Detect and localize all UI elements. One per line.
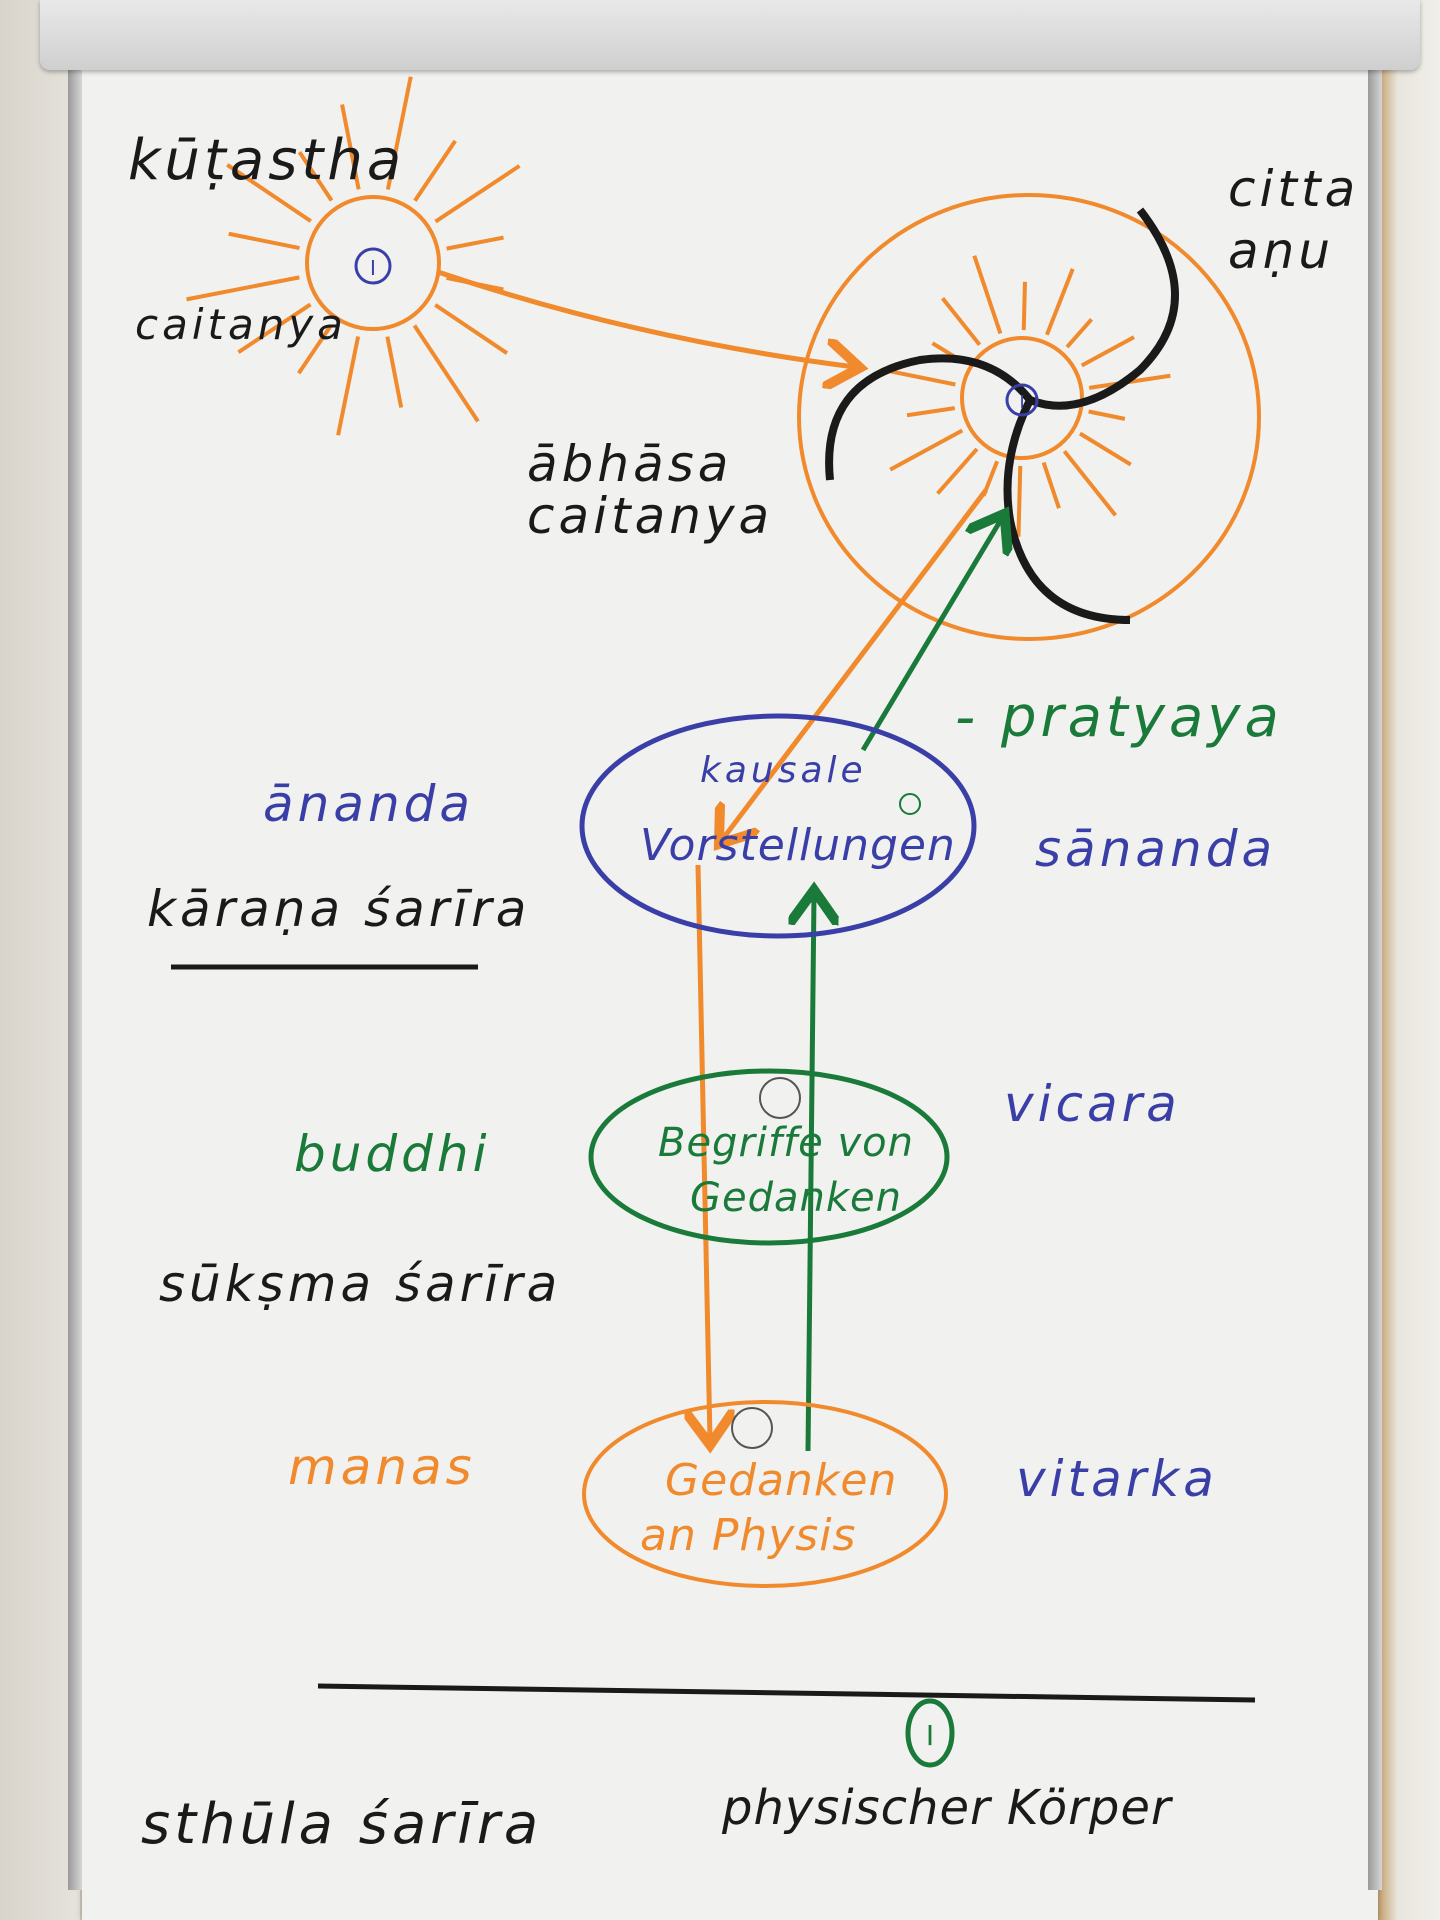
- manas-node-line1: Gedanken: [665, 1455, 898, 1506]
- ananda-label: ānanda: [263, 775, 475, 833]
- sun-ray: [1016, 465, 1023, 537]
- vicara-label: vicara: [1004, 1075, 1181, 1133]
- green-arrow-to-citta: [860, 518, 1002, 752]
- sun-ray: [972, 255, 1003, 335]
- svg-text:I: I: [1019, 392, 1024, 413]
- anu-label: aṇu: [1228, 222, 1335, 280]
- sun-ray: [385, 76, 413, 190]
- sun-ray: [1062, 449, 1118, 517]
- green-arrow-up: [808, 895, 814, 1452]
- flipchart-frame-left: [68, 70, 82, 1890]
- sthula-divider: [317, 1683, 1256, 1703]
- sun-ray: [1080, 335, 1135, 368]
- sun-ray: [446, 235, 504, 251]
- svg-text:I: I: [926, 1719, 934, 1752]
- citta-label: citta: [1228, 160, 1360, 218]
- vitarka-label: vitarka: [1016, 1450, 1218, 1508]
- sun-ray: [297, 324, 333, 375]
- triskelion-curves: [825, 207, 1179, 624]
- self-symbol-icon: [354, 247, 392, 285]
- buddhi-label: buddhi: [294, 1125, 491, 1183]
- sun-ray: [226, 163, 312, 223]
- sun-ray: [1045, 268, 1075, 336]
- sun-ray: [1078, 431, 1132, 467]
- sthula-sarira-label: sthūla śarīra: [141, 1792, 543, 1857]
- sun-ray: [434, 303, 509, 355]
- karana-node-line1: kausale: [700, 750, 867, 791]
- sun-ray: [336, 336, 361, 436]
- karana-node-line2: Vorstellungen: [640, 820, 956, 871]
- manas-label: manas: [288, 1438, 476, 1496]
- buddhi-node-line2: Gedanken: [690, 1175, 902, 1221]
- karana-node: [579, 713, 977, 939]
- sun-ray: [413, 139, 457, 202]
- background-wall: [0, 0, 80, 1920]
- sun-ray: [889, 428, 964, 472]
- sun-ray: [885, 368, 956, 387]
- sun-ray: [1088, 409, 1126, 421]
- citta-circle: [797, 193, 1261, 641]
- buddhi-node-line1: Begriffe von: [658, 1120, 914, 1166]
- sun-ray: [412, 324, 480, 423]
- manas-node: [582, 1400, 948, 1588]
- sun-ray: [186, 275, 300, 302]
- sun-ray: [228, 231, 300, 251]
- sun-ray: [385, 336, 404, 408]
- sun-ray: [297, 151, 334, 202]
- svg-text:I: I: [370, 256, 376, 280]
- sun-ray: [1065, 317, 1094, 349]
- sun-ray: [1041, 461, 1061, 509]
- kutastha-label: kūṭastha: [128, 128, 406, 193]
- caitanya-label: caitanya: [135, 300, 347, 349]
- karana-sarira-label: kāraṇa śarīra: [147, 880, 531, 938]
- sun-ray: [940, 297, 982, 347]
- manas-node-line2: an Physis: [640, 1510, 857, 1561]
- sananda-label: sānanda: [1035, 820, 1277, 878]
- flipchart-paper: [82, 60, 1378, 1920]
- reflection-arrow: [437, 269, 855, 367]
- sun-ray: [434, 164, 521, 224]
- self-symbol-icon: [905, 1698, 955, 1768]
- flipchart-top-bar: [40, 0, 1420, 70]
- physischer-korper-label: physischer Körper: [722, 1780, 1172, 1836]
- buddhi-node: [588, 1068, 950, 1246]
- pratyaya-label: - pratyaya: [955, 685, 1283, 750]
- sun-ray: [906, 406, 956, 418]
- sun-ray: [340, 104, 361, 190]
- abhasa-caitanya-label: caitanya: [527, 487, 774, 545]
- orange-arrow-to-karana: [722, 488, 988, 840]
- orange-arrow-to-manas: [698, 864, 710, 1440]
- flipchart-frame-right: [1368, 70, 1382, 1890]
- sun-ray: [1021, 281, 1027, 331]
- abhasa-label: ābhāsa: [527, 435, 733, 493]
- sun-ray: [936, 447, 979, 495]
- suksma-sarira-label: sūkṣma śarīra: [159, 1255, 562, 1313]
- sun-ray: [237, 302, 312, 354]
